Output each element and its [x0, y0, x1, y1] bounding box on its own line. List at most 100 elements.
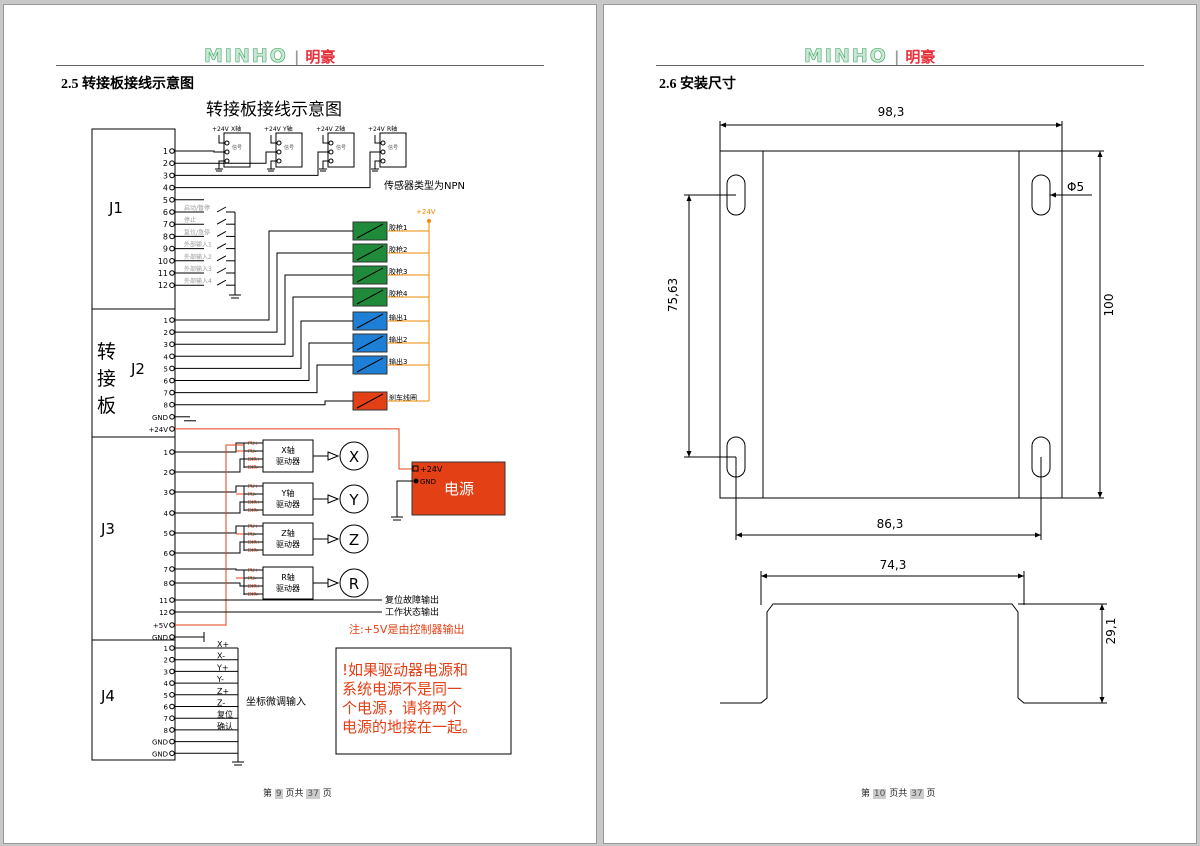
- sensor-axis-label: R轴: [387, 125, 397, 133]
- sensor-pin: [380, 149, 386, 155]
- j1-pin-number: 12: [158, 281, 168, 290]
- switch-label: 外部输入4: [184, 277, 212, 285]
- sensor-power-wire: [322, 135, 329, 144]
- j4-pin-terminal: [169, 680, 175, 686]
- j3-label: J3: [100, 520, 115, 538]
- dim-side-height-label: 29,1: [1104, 618, 1118, 645]
- driver-pin-label: DIR-: [248, 508, 259, 514]
- footer-middle-right: 页共: [889, 789, 908, 799]
- j1-pin-terminal: [169, 270, 175, 276]
- j2-pin-terminal: [169, 317, 175, 323]
- j2-pin-number: +24V: [148, 426, 168, 434]
- j4-pin-terminal: [169, 750, 175, 757]
- driver-name: 驱动器: [276, 539, 300, 549]
- output-wire: [175, 364, 353, 394]
- j4-signal-label: Z+: [217, 687, 229, 696]
- dim-arrow: [720, 122, 726, 128]
- j3-pin-terminal: [169, 566, 175, 572]
- j1-pin-number: 9: [163, 245, 168, 254]
- dim-hole-h-label: 86,3: [877, 517, 904, 531]
- sensor-voltage: +24V: [212, 126, 230, 133]
- sensor-power-wire: [218, 135, 225, 144]
- dim-arrow: [1099, 697, 1105, 703]
- driver-pin-label: PU-: [248, 449, 257, 455]
- output-label: 胶枪4: [389, 289, 408, 298]
- logo-chinese: 明豪: [305, 48, 336, 66]
- dim-arrow: [686, 451, 692, 457]
- motor-circle: [339, 484, 369, 514]
- driver-box: [262, 566, 314, 600]
- j1-label: J1: [108, 199, 123, 217]
- j1-pin-number: 2: [163, 159, 168, 168]
- sensor-power-wire: [270, 135, 277, 144]
- j4-pin-terminal: [169, 727, 175, 733]
- board-label-char: 板: [97, 395, 116, 417]
- j3-pin-number: 8: [164, 580, 168, 588]
- switch-label: 启动/暂停: [184, 204, 210, 212]
- output-wire: [175, 252, 353, 333]
- driver-name: Z轴: [281, 528, 294, 538]
- sensor-axis-label: Z轴: [335, 125, 345, 133]
- j4-pin-number: GND: [152, 750, 168, 758]
- board-label-char: 接: [97, 368, 116, 390]
- driver-dir-wire: [175, 458, 244, 473]
- j3-pin-number: 3: [164, 489, 168, 497]
- sensor-signal-wire: [204, 151, 277, 164]
- logo-english-right: MINHO: [804, 45, 888, 68]
- sensor-gnd-wire: [322, 160, 329, 169]
- output-label: 输出3: [389, 357, 407, 366]
- driver-pin-label: PU+: [248, 568, 259, 574]
- sensor-pin: [224, 158, 230, 164]
- j3-section: 123456781112+5VGNDX轴驱动器PU+PU-DIR+DIR-XY轴…: [152, 439, 439, 642]
- j3-pin-number: 2: [164, 469, 168, 477]
- switch-contact: [216, 267, 227, 274]
- sensor-pin: [224, 140, 230, 146]
- sensor-signal-wire: [204, 151, 329, 176]
- left-footer: 第 9 页共 37 页: [263, 786, 332, 799]
- driver-name: Y轴: [281, 488, 295, 498]
- j1-pin-number: 1: [163, 147, 168, 156]
- j3-pin-number: 1: [164, 449, 168, 457]
- power-24v-label: +24V: [420, 465, 443, 474]
- sensor-gnd-wire: [374, 160, 381, 169]
- j4-pin-terminal: [169, 668, 175, 675]
- dim-arrow: [686, 195, 692, 201]
- driver-pin-label: DIR+: [248, 540, 261, 546]
- sensor-pin: [224, 149, 230, 155]
- driver-pin-label: DIR+: [248, 457, 261, 463]
- driver-pulse-wire: [175, 442, 244, 453]
- footer-suffix: 页: [322, 789, 332, 799]
- footer-suffix-right: 页: [926, 789, 936, 799]
- j1-pin-terminal: [169, 221, 175, 227]
- output-label: 输出2: [389, 335, 407, 344]
- dim-arrow: [1097, 151, 1103, 157]
- j3-pin-terminal: [169, 634, 175, 640]
- right-footer: 第 10 页共 37 页: [861, 786, 935, 799]
- power-gnd-label: GND: [420, 478, 436, 486]
- note-5v: 注:+5V是由控制器输出: [349, 622, 464, 636]
- switch-contact: [216, 243, 227, 250]
- driver-pin-label: PU+: [248, 524, 259, 530]
- j4-pin-terminal: [169, 645, 175, 651]
- plate-center-panel: [762, 150, 1020, 499]
- warning-line: 电源的地接在一起。: [342, 718, 477, 736]
- j1-pin-number: 4: [163, 184, 168, 193]
- relay-diagonal: [356, 357, 384, 373]
- j3-pin-terminal: [169, 489, 175, 495]
- driver-box: [262, 482, 314, 516]
- dim-arrow: [1035, 532, 1041, 538]
- sensor-power-wire: [374, 135, 381, 144]
- switch-contact: [216, 206, 227, 213]
- relay-diagonal: [356, 335, 384, 351]
- j2-pin-terminal: [169, 426, 175, 432]
- dim-hole-dia-label: Φ5: [1067, 180, 1084, 194]
- switch-label: 外部输入1: [184, 241, 212, 249]
- motor-circle: [339, 524, 369, 554]
- j2-pin-terminal: [169, 353, 175, 360]
- warning-box: [335, 647, 512, 755]
- output-label: 刹车线圈: [389, 393, 417, 402]
- j3-pin-number: +5V: [153, 622, 168, 630]
- driver-name: R轴: [281, 572, 295, 582]
- sensor-gnd-wire: [218, 160, 225, 169]
